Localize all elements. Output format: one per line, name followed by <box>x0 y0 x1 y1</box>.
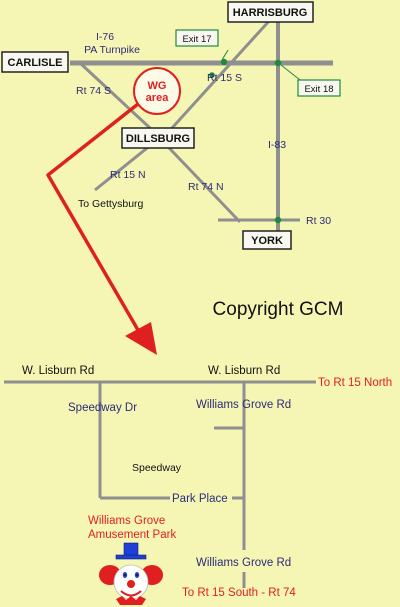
rt15n-label: Rt 15 N <box>110 169 146 181</box>
williams-grove-rd-top-label: Williams Grove Rd <box>196 399 291 411</box>
to-gettysburg-label: To Gettysburg <box>78 198 144 210</box>
city-york-label: YORK <box>251 235 283 247</box>
wg-area-line1: WG <box>148 80 167 92</box>
turnpike-label: PA Turnpike <box>84 44 140 56</box>
exit17-connector <box>221 49 229 61</box>
w-lisburn-right-label: W. Lisburn Rd <box>208 365 280 377</box>
exit18-dot <box>274 59 282 67</box>
rt74s-label: Rt 74 S <box>76 85 111 97</box>
williams-grove-rd-bottom-label: Williams Grove Rd <box>196 557 291 569</box>
exit-17-label: Exit 17 <box>182 34 211 45</box>
speedway-label: Speedway <box>132 462 182 474</box>
rt15-road-north <box>170 18 272 130</box>
w-lisburn-left-label: W. Lisburn Rd <box>22 365 94 377</box>
rt15s-junction-dot <box>209 72 215 78</box>
city-york: YORK <box>242 230 292 250</box>
city-carlisle: CARLISLE <box>1 51 69 73</box>
exit-17-box: Exit 17 <box>175 29 219 47</box>
speedway-dr-label: Speedway Dr <box>68 402 137 414</box>
city-harrisburg-label: HARRISBURG <box>233 7 308 19</box>
detail-map: W. Lisburn Rd W. Lisburn Rd To Rt 15 Nor… <box>4 365 392 605</box>
amusement-park-line2: Amusement Park <box>88 529 176 541</box>
exit18-connector <box>280 64 301 81</box>
city-carlisle-label: CARLISLE <box>8 57 63 69</box>
wg-area-marker: WG area <box>133 67 181 115</box>
exit-18-box: Exit 18 <box>297 79 341 97</box>
exit-18-label: Exit 18 <box>304 84 333 95</box>
city-harrisburg: HARRISBURG <box>227 1 314 23</box>
red-arrow <box>46 102 157 355</box>
clown-mascot-icon <box>99 542 163 605</box>
park-place-label: Park Place <box>172 493 228 505</box>
amusement-park-line1: Williams Grove <box>88 515 165 527</box>
copyright-text: Copyright GCM <box>213 299 344 320</box>
rt74n-label: Rt 74 N <box>188 181 224 193</box>
rt30-label: Rt 30 <box>306 215 331 227</box>
wg-area-line2: area <box>146 92 170 104</box>
i76-label: I-76 <box>96 31 114 43</box>
to-rt15-north-label: To Rt 15 North <box>318 377 392 389</box>
i83-label: I-83 <box>268 139 286 151</box>
to-rt15-south-label: To Rt 15 South - Rt 74 <box>182 587 296 599</box>
rt30-junction-dot <box>274 216 282 224</box>
exit17-dot <box>220 58 228 66</box>
rt15s-label: Rt 15 S <box>207 72 242 84</box>
regional-map: CARLISLE HARRISBURG DILLSBURG YORK Exit … <box>1 1 341 355</box>
rt74-road-north <box>78 61 152 130</box>
city-dillsburg-label: DILLSBURG <box>126 133 190 145</box>
city-dillsburg: DILLSBURG <box>121 127 195 149</box>
